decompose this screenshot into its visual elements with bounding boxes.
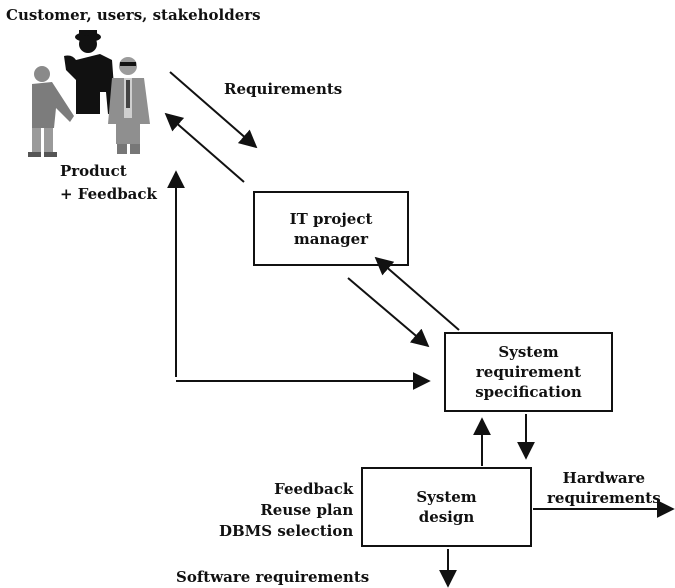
- system-design-label: System design: [416, 488, 477, 526]
- arrow-pm-to-srs: [347, 277, 430, 348]
- it-project-manager-label: IT project manager: [289, 209, 373, 248]
- arrow-srs-to-pm: [374, 256, 460, 331]
- hardware-requirements-label: Hardware requirements: [547, 469, 661, 507]
- feedback-list-label: Feedback Reuse plan DBMS selection: [219, 480, 354, 540]
- people-group-icon: [28, 30, 150, 157]
- requirements-label: Requirements: [224, 80, 343, 98]
- software-requirements-label: Software requirements: [176, 568, 370, 586]
- stakeholders-title: Customer, users, stakeholders: [6, 6, 261, 24]
- srs-label: System requirement specification: [475, 343, 582, 401]
- arrow-requirements: [169, 71, 258, 149]
- it-project-manager-box: IT project manager: [253, 191, 409, 266]
- system-requirement-specification-box: System requirement specification: [444, 332, 613, 412]
- arrow-pm-to-stakeholders: [164, 112, 245, 183]
- product-feedback-label: Product + Feedback: [60, 162, 157, 203]
- system-design-box: System design: [361, 467, 532, 547]
